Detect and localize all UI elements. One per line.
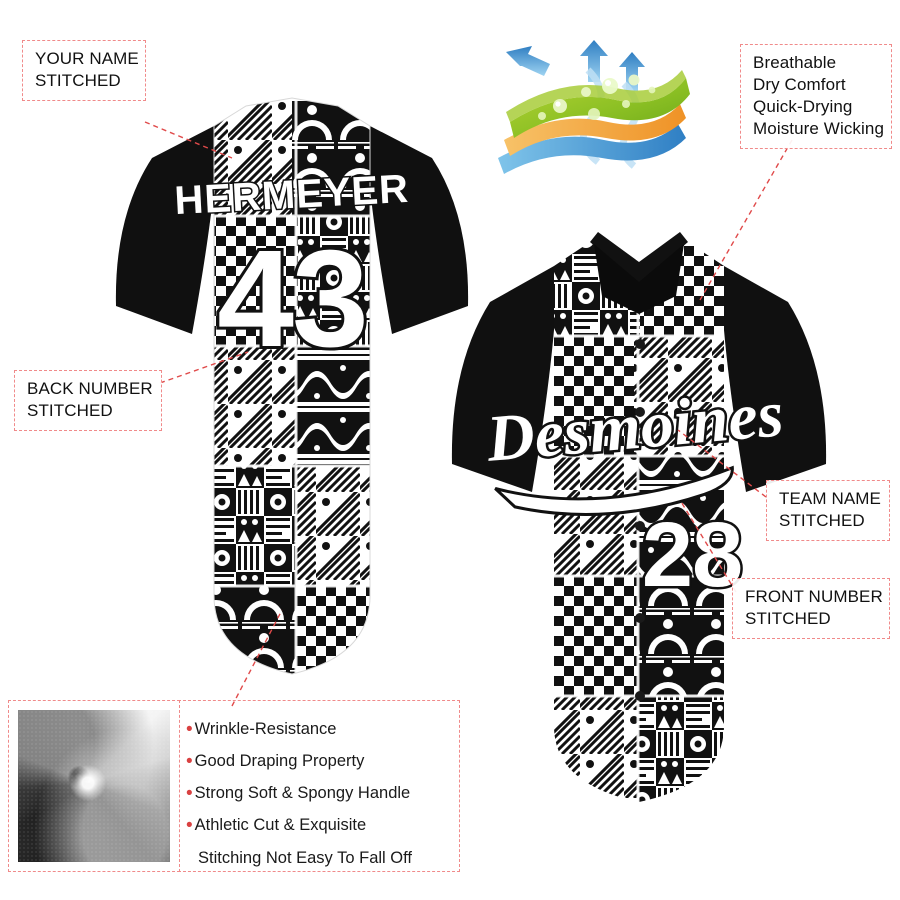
fabric-swatch-photo (18, 710, 170, 862)
callout-your-name-line1: YOUR NAME (35, 49, 139, 68)
feature-text: Stitching Not Easy To Fall Off (198, 849, 412, 867)
feature-text: Wrinkle-Resistance (194, 720, 337, 738)
sleeve-right (370, 126, 469, 334)
fabric-tech-line3: Quick-Drying (753, 97, 853, 117)
feature-text: Good Draping Property (194, 752, 365, 770)
feature-text: Strong Soft & Spongy Handle (194, 784, 411, 802)
bullet-icon: • (186, 719, 193, 740)
back-number: 43 (217, 222, 367, 376)
fabric-tech-line2: Dry Comfort (753, 75, 846, 95)
airflow-arrows (506, 40, 645, 91)
feature-text: Athletic Cut & Exquisite (194, 816, 367, 834)
callout-front-number-line1: FRONT NUMBER (745, 587, 883, 606)
callout-back-number-line1: BACK NUMBER (27, 379, 153, 398)
layer-orange (504, 104, 686, 156)
list-item: •Good Draping Property (186, 752, 459, 771)
water-droplets (538, 74, 656, 120)
callout-your-name: YOUR NAME STITCHED (22, 40, 146, 102)
feature-list: •Wrinkle-Resistance •Good Draping Proper… (178, 700, 460, 872)
sleeve-left (451, 266, 554, 492)
front-number: 28 (642, 504, 742, 606)
fabric-tech-line1: Breathable (753, 53, 837, 72)
bullet-icon: • (186, 783, 193, 804)
neck-opening (594, 244, 684, 314)
button-placket (635, 339, 645, 701)
callout-back-number: BACK NUMBER STITCHED (14, 370, 162, 432)
callout-team-name-line1: TEAM NAME (779, 489, 881, 508)
jersey-back-view: HERMEYER 43 (115, 97, 469, 675)
layer-blue (498, 124, 686, 174)
bullet-icon: • (186, 815, 193, 836)
list-item: •Athletic Cut & Exquisite (186, 816, 459, 835)
sleeve-left (115, 126, 214, 334)
list-item: Stitching Not Easy To Fall Off (186, 850, 459, 867)
callout-front-number-line2: STITCHED (745, 609, 831, 629)
callout-fabric-tech: Breathable Dry Comfort Quick-Drying Mois… (740, 44, 892, 150)
collar-v-neck (590, 232, 688, 284)
callout-your-name-line2: STITCHED (35, 71, 121, 91)
list-item: •Wrinkle-Resistance (186, 720, 459, 739)
list-item: •Strong Soft & Spongy Handle (186, 784, 459, 803)
callout-back-number-line2: STITCHED (27, 401, 113, 421)
callout-front-number: FRONT NUMBER STITCHED (732, 578, 890, 640)
callout-team-name: TEAM NAME STITCHED (766, 480, 890, 542)
moisture-wicking-layers-icon (498, 40, 690, 174)
bullet-icon: • (186, 751, 193, 772)
fabric-tech-line4: Moisture Wicking (753, 119, 885, 139)
callout-team-name-line2: STITCHED (779, 511, 865, 531)
layer-green (510, 78, 690, 138)
fabric-swatch-frame (8, 700, 180, 872)
front-team-name: Desmoines (480, 375, 789, 516)
